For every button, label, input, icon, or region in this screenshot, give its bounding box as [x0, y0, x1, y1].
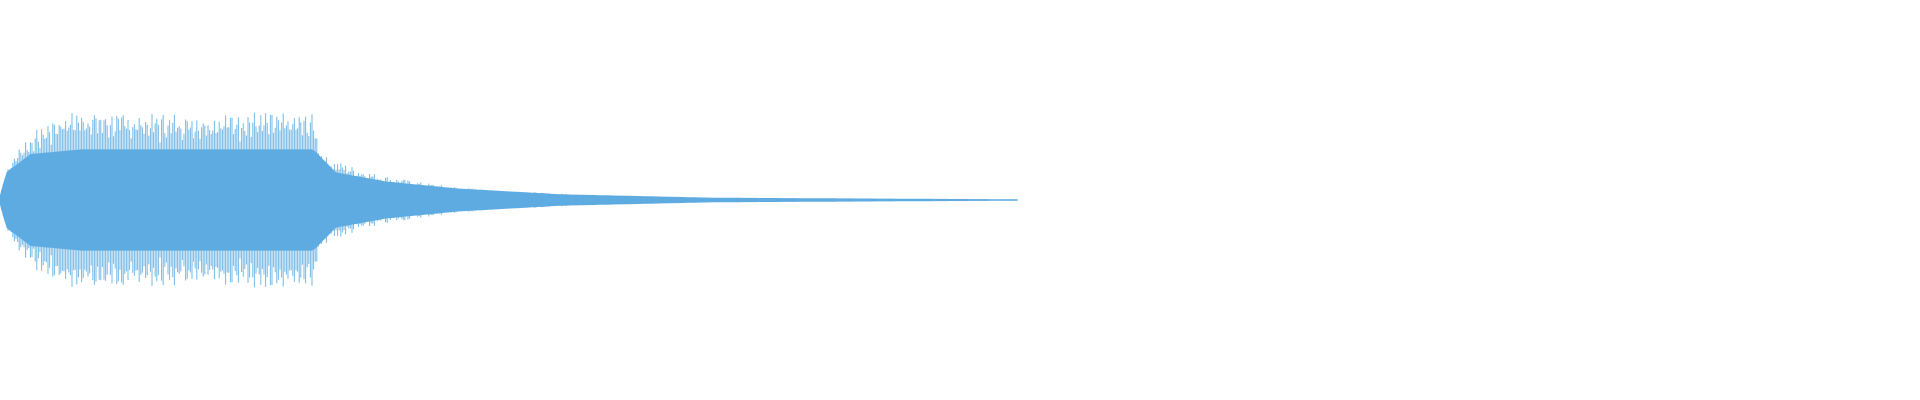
waveform-core: [0, 149, 1018, 251]
